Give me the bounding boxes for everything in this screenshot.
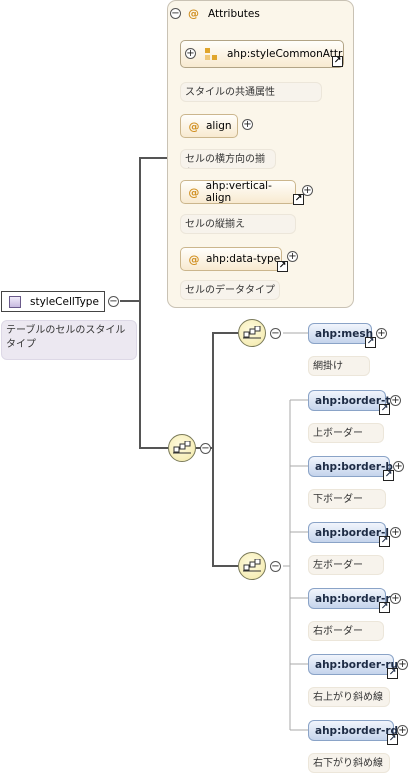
reference-icon: ↗ [365, 337, 376, 348]
expand-icon[interactable]: + [390, 593, 401, 604]
attribute-data-type[interactable]: @ ahp:data-type ↗ [180, 247, 288, 272]
attribute-icon: @ [188, 119, 200, 133]
attribute-vertical-align[interactable]: @ ahp:vertical-align ↗ [180, 180, 304, 205]
element-name: ahp:border-t [315, 394, 391, 407]
reference-icon: ↗ [277, 261, 288, 272]
element-border-r[interactable]: ahp:border-r ↗ [308, 588, 391, 613]
expand-icon[interactable]: + [302, 185, 313, 196]
element-name: ahp:mesh [315, 327, 374, 340]
complex-type-description: テーブルのセルのスタイルタイプ [1, 320, 137, 360]
sequence-compositor-2[interactable] [238, 552, 266, 580]
complex-type-node[interactable]: styleCellType [1, 291, 105, 312]
element-description: 下ボーダー [308, 489, 386, 509]
attribute-group-name: ahp:styleCommonAttr [227, 48, 343, 60]
element-description: 右下がり斜め線 [308, 753, 390, 773]
element-description: 右上がり斜め線 [308, 687, 390, 707]
reference-icon: ↗ [379, 404, 390, 415]
line-to-sequence-2 [212, 448, 238, 567]
expand-icon[interactable]: + [376, 328, 387, 339]
complex-type-name: styleCellType [30, 296, 99, 308]
element-description: 上ボーダー [308, 423, 384, 443]
attribute-group-icon [205, 48, 217, 60]
expand-icon[interactable]: + [390, 527, 401, 538]
attribute-description: セルのデータタイプ [180, 280, 280, 300]
attributes-header: Attributes [208, 8, 260, 20]
collapse-icon[interactable]: − [270, 561, 281, 572]
sequence-icon [243, 326, 261, 339]
reference-icon: ↗ [379, 536, 390, 547]
attribute-group-node[interactable]: + ahp:styleCommonAttr ↗ [180, 40, 344, 68]
expand-icon[interactable]: + [390, 395, 401, 406]
reference-icon: ↗ [332, 56, 343, 67]
element-name: ahp:border-b [315, 460, 393, 473]
element-name: ahp:border-r [315, 592, 391, 605]
expand-icon[interactable]: + [397, 725, 408, 736]
collapse-icon[interactable]: − [200, 443, 211, 454]
attribute-description: セルの横方向の揃え [180, 149, 276, 169]
element-description: 右ボーダー [308, 621, 384, 641]
attribute-name: align [206, 120, 232, 132]
element-border-rd[interactable]: ahp:border-rd ↗ [308, 720, 398, 745]
reference-icon: ↗ [293, 194, 304, 205]
element-name: ahp:border-l [315, 526, 389, 539]
expand-group-icon[interactable]: + [185, 48, 196, 59]
collapse-attributes-icon[interactable]: − [170, 8, 181, 19]
sequence-icon [243, 559, 261, 572]
element-mesh[interactable]: ahp:mesh ↗ [308, 323, 376, 348]
attribute-name: ahp:vertical-align [205, 180, 272, 204]
attribute-align[interactable]: @ align [180, 114, 238, 138]
attribute-name: ahp:data-type [206, 253, 281, 265]
reference-icon: ↗ [383, 470, 394, 481]
collapse-icon[interactable]: − [108, 296, 119, 307]
expand-icon[interactable]: + [393, 461, 404, 472]
element-border-t[interactable]: ahp:border-t ↗ [308, 390, 390, 415]
attribute-description: セルの縦揃え [180, 214, 296, 234]
attribute-icon: @ [188, 7, 199, 20]
element-border-b[interactable]: ahp:border-b ↗ [308, 456, 394, 481]
attribute-icon: @ [188, 252, 200, 266]
complex-type-icon [9, 296, 21, 308]
element-description: 網掛け [308, 356, 370, 376]
element-name: ahp:border-ru [315, 658, 399, 671]
expand-icon[interactable]: + [287, 251, 298, 262]
collapse-icon[interactable]: − [270, 328, 281, 339]
line-to-attributes [120, 157, 167, 302]
line-to-main-sequence [139, 301, 168, 449]
reference-icon: ↗ [387, 668, 398, 679]
attribute-group-description: スタイルの共通属性 [180, 82, 322, 102]
reference-icon: ↗ [379, 602, 390, 613]
element-border-l[interactable]: ahp:border-l ↗ [308, 522, 390, 547]
expand-icon[interactable]: + [242, 119, 253, 130]
sequence-compositor[interactable] [168, 434, 196, 462]
element-name: ahp:border-rd [315, 724, 399, 737]
element-description: 左ボーダー [308, 555, 384, 575]
attribute-icon: @ [188, 185, 200, 199]
line-to-sequence-1 [196, 332, 238, 449]
expand-icon[interactable]: + [397, 659, 408, 670]
reference-icon: ↗ [387, 734, 398, 745]
sequence-compositor-1[interactable] [238, 319, 266, 347]
sequence-icon [173, 441, 191, 454]
element-border-ru[interactable]: ahp:border-ru ↗ [308, 654, 398, 679]
